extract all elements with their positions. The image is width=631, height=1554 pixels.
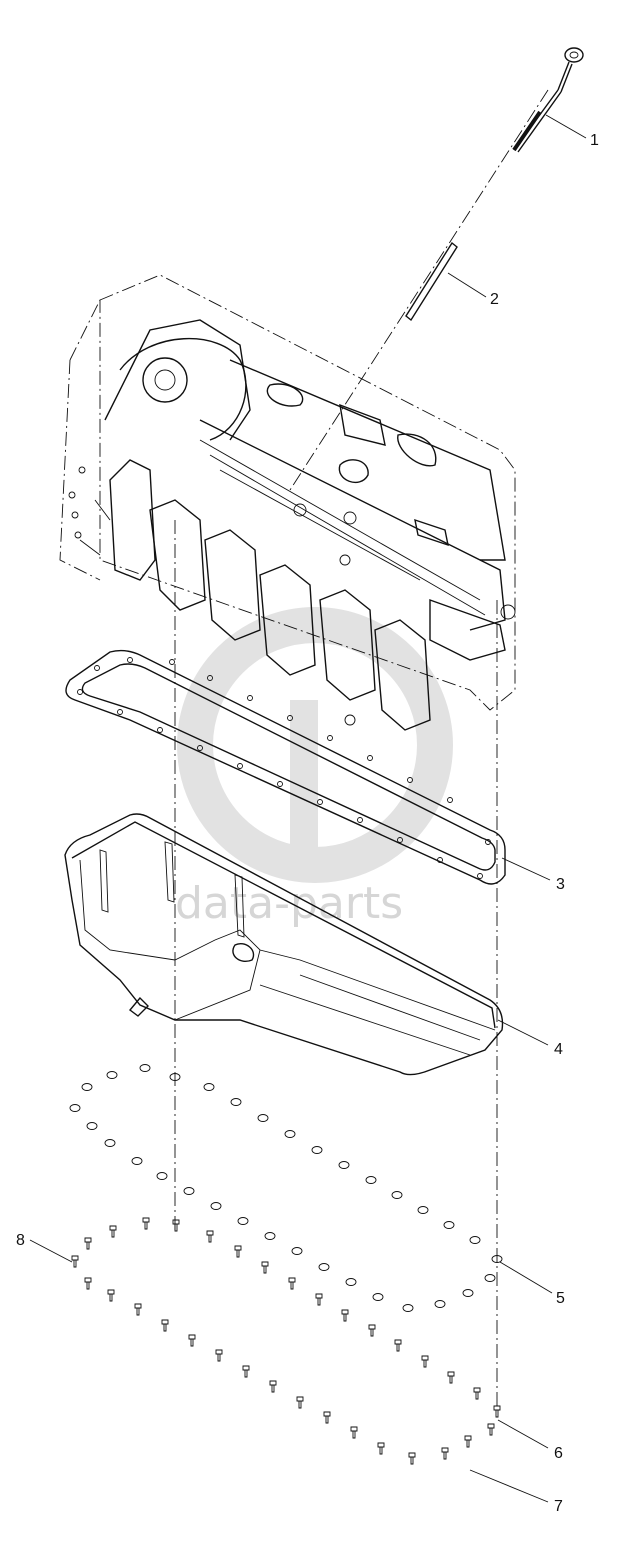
callout-3: 3: [556, 876, 565, 893]
block-bolt-holes: [68, 466, 516, 726]
callout-8: 8: [16, 1232, 25, 1249]
callout-6: 6: [554, 1445, 563, 1462]
watermark-text: data-parts: [175, 878, 403, 929]
gasket-bolt-holes: [77, 657, 491, 879]
oil-pan: [64, 813, 504, 1076]
engine-block: [59, 274, 516, 731]
oil-pan-gasket: [65, 649, 506, 885]
callout-5: 5: [556, 1290, 565, 1307]
bolt-set: [71, 1217, 501, 1465]
callout-4: 4: [554, 1041, 563, 1058]
callout-2: 2: [490, 291, 499, 308]
callout-1: 1: [590, 132, 599, 149]
callout-leaders: [29, 114, 587, 1503]
washer-set: [69, 1064, 503, 1312]
dipstick-tube: [405, 241, 458, 322]
dipstick: [512, 47, 584, 153]
callout-labels: 1 2 3 4 5 6 7 8: [16, 132, 599, 1515]
assembly-center-lines: [174, 89, 549, 1410]
callout-7: 7: [554, 1498, 563, 1515]
watermark: data-parts: [175, 607, 453, 929]
